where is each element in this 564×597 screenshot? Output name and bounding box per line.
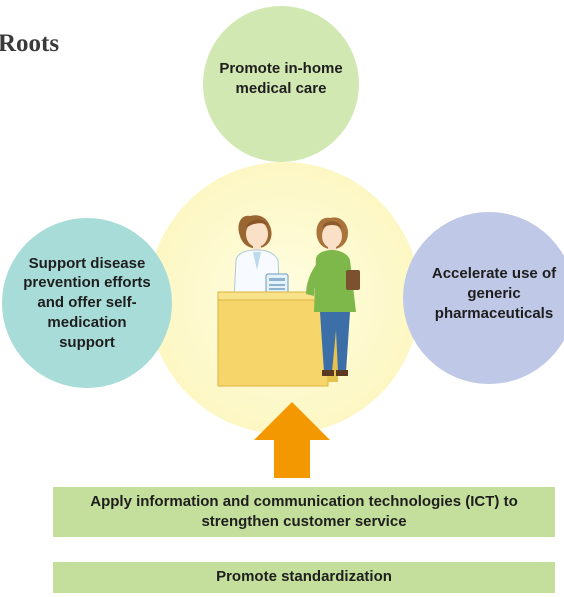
customer-figure [306, 217, 360, 376]
bubble-generic-pharmaceuticals: Accelerate use of generic pharmaceutical… [403, 212, 564, 384]
bubble-generic-pharmaceuticals-label: Accelerate use of generic pharmaceutical… [431, 265, 557, 322]
pharmacist-with-customer-at-counter-illustration [217, 215, 360, 387]
page-title: Roots [0, 30, 60, 57]
pharmacist-figure [233, 215, 289, 301]
counter [217, 291, 338, 387]
banner-ict-customer-service: Apply information and communication tech… [53, 487, 555, 537]
up-arrow-icon [254, 402, 330, 478]
bubble-disease-prevention-label: Support disease prevention efforts and o… [23, 254, 151, 351]
bubble-disease-prevention: Support disease prevention efforts and o… [2, 218, 172, 388]
bubble-in-home-medical-care-label: Promote in-home medical care [219, 60, 343, 97]
banner-standardization: Promote standardization [53, 562, 555, 593]
bubble-in-home-medical-care: Promote in-home medical care [203, 6, 359, 162]
banner-standardization-label: Promote standardization [216, 568, 392, 586]
banner-ict-label: Apply information and communication tech… [90, 492, 518, 530]
